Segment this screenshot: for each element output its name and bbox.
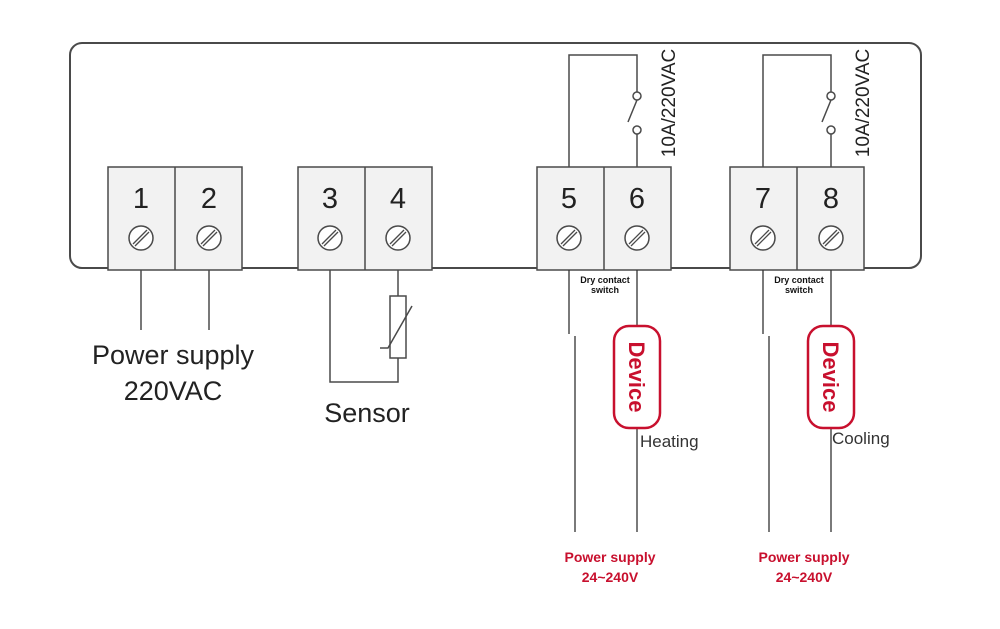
terminal-number-6: 6 [629, 183, 645, 215]
terminal-number-1: 1 [133, 183, 149, 215]
relay-1-supply-voltage: 24~240V [582, 569, 639, 585]
terminal-number-8: 8 [823, 183, 839, 215]
device-label-2: Device [818, 342, 843, 413]
sensor-wires [329, 270, 399, 383]
relay-1-supply-label: Power supply [564, 549, 655, 565]
terminal-number-7: 7 [755, 183, 771, 215]
screw-icon [128, 225, 154, 251]
dry-contact-label-2b: switch [785, 285, 813, 295]
terminal-block-relay-1 [536, 166, 672, 271]
relay-2-wires [762, 270, 832, 532]
terminal-number-3: 3 [322, 183, 338, 215]
dry-contact-label-2: Dry contact [774, 275, 824, 285]
power-supply-label: Power supply [92, 340, 255, 370]
screw-icon [385, 225, 411, 251]
sensor-label: Sensor [324, 398, 410, 428]
power-wires [140, 270, 210, 330]
terminal-block-sensor [297, 166, 433, 271]
screw-icon [750, 225, 776, 251]
terminal-number-4: 4 [390, 183, 406, 215]
relay-contact-1 [568, 54, 642, 167]
screw-icon [196, 225, 222, 251]
relay-contact-2 [762, 54, 836, 167]
relay-rating-1: 10A/220VAC [659, 49, 680, 157]
heating-label: Heating [640, 432, 699, 451]
controller-housing [69, 42, 922, 269]
screw-icon [317, 225, 343, 251]
relay-rating-2: 10A/220VAC [853, 49, 874, 157]
thermistor-icon [380, 295, 413, 359]
power-supply-voltage-label: 220VAC [124, 376, 223, 406]
terminal-block-relay-2 [729, 166, 865, 271]
cooling-label: Cooling [832, 429, 890, 448]
device-cooling: Device [806, 324, 856, 430]
relay-1-wires [568, 270, 638, 532]
device-label-1: Device [624, 342, 649, 413]
relay-2-supply-voltage: 24~240V [776, 569, 833, 585]
device-heating: Device [612, 324, 662, 430]
dry-contact-label-1b: switch [591, 285, 619, 295]
dry-contact-label-1: Dry contact [580, 275, 630, 285]
screw-icon [556, 225, 582, 251]
terminal-block-power [107, 166, 243, 271]
screw-icon [818, 225, 844, 251]
terminal-number-5: 5 [561, 183, 577, 215]
relay-2-supply-label: Power supply [758, 549, 849, 565]
screw-icon [624, 225, 650, 251]
terminal-number-2: 2 [201, 183, 217, 215]
